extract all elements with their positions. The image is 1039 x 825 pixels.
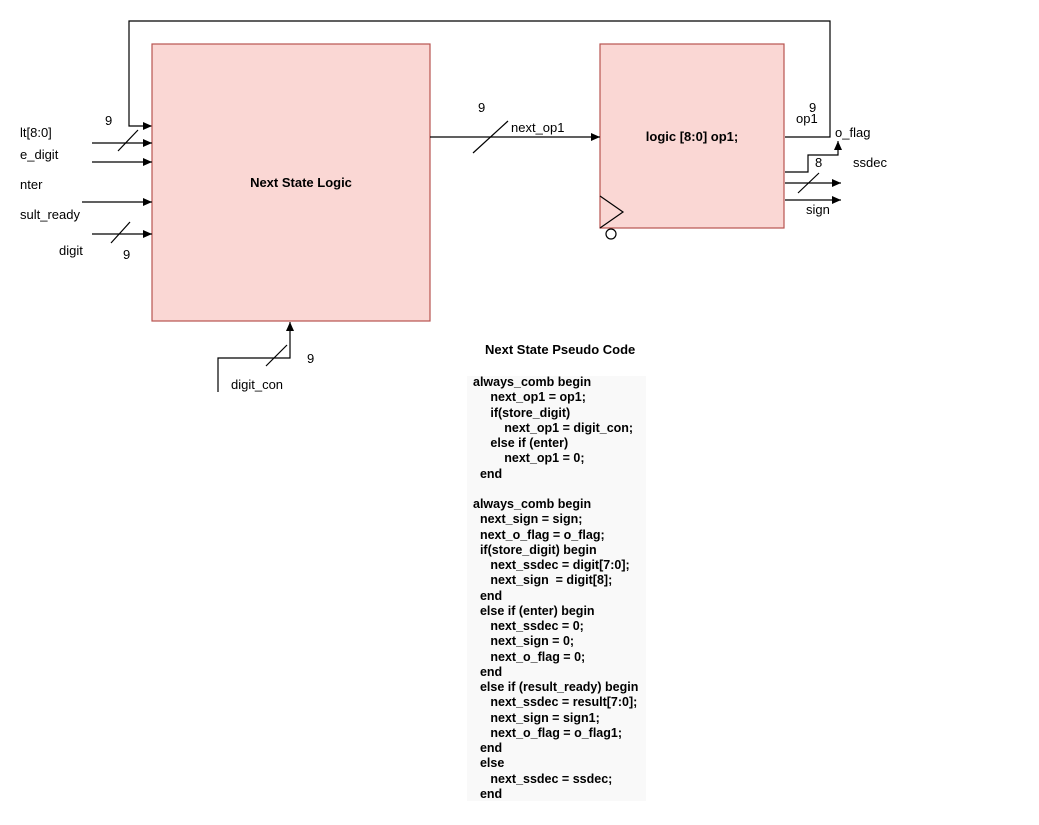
signal-label-sign: sign <box>806 202 830 217</box>
pseudo-code-line: always_comb begin <box>473 497 592 511</box>
signal-label-op1: op1 <box>796 111 818 126</box>
bus-slash-ssdec <box>797 172 820 194</box>
input-wire-digit-con <box>217 322 294 392</box>
bus-width-ssdec: 8 <box>815 155 822 170</box>
pseudo-code-line: next_op1 = 0; <box>473 451 585 466</box>
bus-slash-result <box>117 129 139 152</box>
register-label: logic [8:0] op1; <box>646 129 738 144</box>
pseudo-code-line: next_sign = sign; <box>473 512 583 527</box>
pseudo-code-line: next_sign = sign1; <box>473 710 600 725</box>
signal-label-ssdec: ssdec <box>853 155 887 170</box>
pseudo-code-line: end <box>473 588 503 603</box>
bus-slash-digit <box>110 221 131 244</box>
bus-width-op1: 9 <box>809 100 816 115</box>
pseudo-code-line: else if (enter) <box>473 436 569 450</box>
bus-slash-digit-con <box>265 344 288 367</box>
next-state-logic-label: Next State Logic <box>250 175 352 190</box>
pseudo-code-line: next_ssdec = result[7:0]; <box>473 695 638 710</box>
pseudo-code-line: next_ssdec = 0; <box>473 619 584 633</box>
pseudo-code-line: next_ssdec = ssdec; <box>473 771 613 786</box>
input-label-enter: nter <box>20 177 43 192</box>
pseudo-code-line: next_ssdec = digit[7:0]; <box>473 558 630 572</box>
pseudo-code-line: end <box>473 466 503 481</box>
pseudo-code-line: next_op1 = digit_con; <box>473 420 634 435</box>
pseudo-code-line: next_o_flag = o_flag; <box>473 527 605 542</box>
pseudo-code-line: next_op1 = op1; <box>473 390 586 405</box>
clock-bubble-icon <box>605 228 617 240</box>
bus-width-digit-con: 9 <box>307 351 314 366</box>
pseudo-code-line: if(store_digit) <box>473 405 571 420</box>
register-block <box>599 43 785 229</box>
pseudo-code-title: Next State Pseudo Code <box>485 342 635 357</box>
clock-triangle-icon <box>599 195 625 229</box>
pseudo-code-line: else if (enter) begin <box>473 603 595 618</box>
pseudo-code-line: end <box>473 664 503 679</box>
bus-width-result: 9 <box>105 113 112 128</box>
next-state-logic-block <box>151 43 431 322</box>
pseudo-code-line: if(store_digit) begin <box>473 542 597 557</box>
signal-label-o-flag: o_flag <box>835 125 870 140</box>
pseudo-code-line: next_sign = digit[8]; <box>473 573 613 588</box>
pseudo-code-line: next_o_flag = 0; <box>473 649 586 664</box>
input-label-store-digit: e_digit <box>20 147 59 162</box>
pseudo-code-line: else if (result_ready) begin <box>473 680 639 694</box>
bus-width-digit: 9 <box>123 247 130 262</box>
pseudo-code-line: always_comb begin <box>473 375 592 389</box>
pseudo-code-line: end <box>473 741 503 755</box>
pseudo-code-line: end <box>473 786 503 801</box>
input-label-digit-con: digit_con <box>231 377 283 392</box>
feedback-wire <box>128 20 831 138</box>
pseudo-code-line: next_o_flag = o_flag1; <box>473 725 622 740</box>
pseudo-code-box <box>467 376 646 801</box>
input-label-result: lt[8:0] <box>20 125 52 140</box>
input-label-digit: digit <box>59 243 83 258</box>
bus-width-next-op1: 9 <box>478 100 485 115</box>
pseudo-code-line: next_sign = 0; <box>473 634 575 649</box>
signal-label-next-op1: next_op1 <box>511 120 565 135</box>
bus-slash-next-op1 <box>472 120 509 154</box>
pseudo-code-line: else <box>473 756 505 771</box>
o-flag-wire <box>785 141 842 173</box>
input-label-result-ready: sult_ready <box>20 207 80 222</box>
